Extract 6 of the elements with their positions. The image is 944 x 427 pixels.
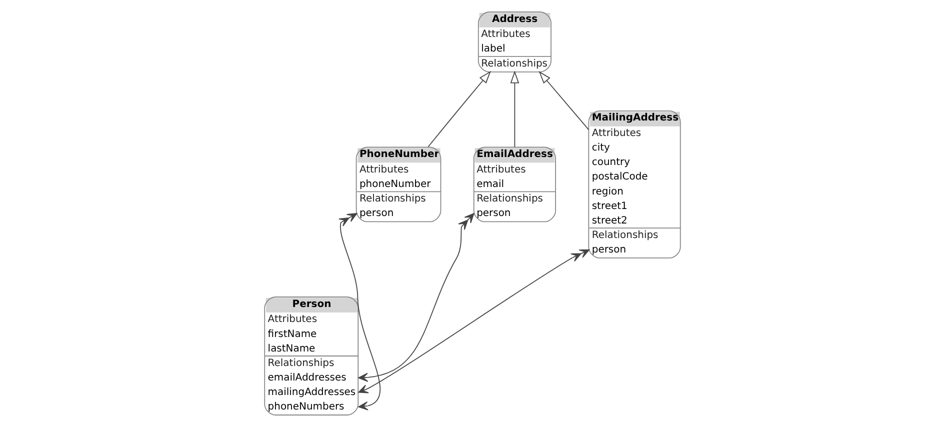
arrow: [338, 213, 380, 410]
arrow: [510, 70, 519, 148]
arrow: [427, 70, 490, 148]
arrow: [358, 249, 590, 394]
arrow: [358, 213, 474, 382]
arrow: [538, 71, 588, 130]
